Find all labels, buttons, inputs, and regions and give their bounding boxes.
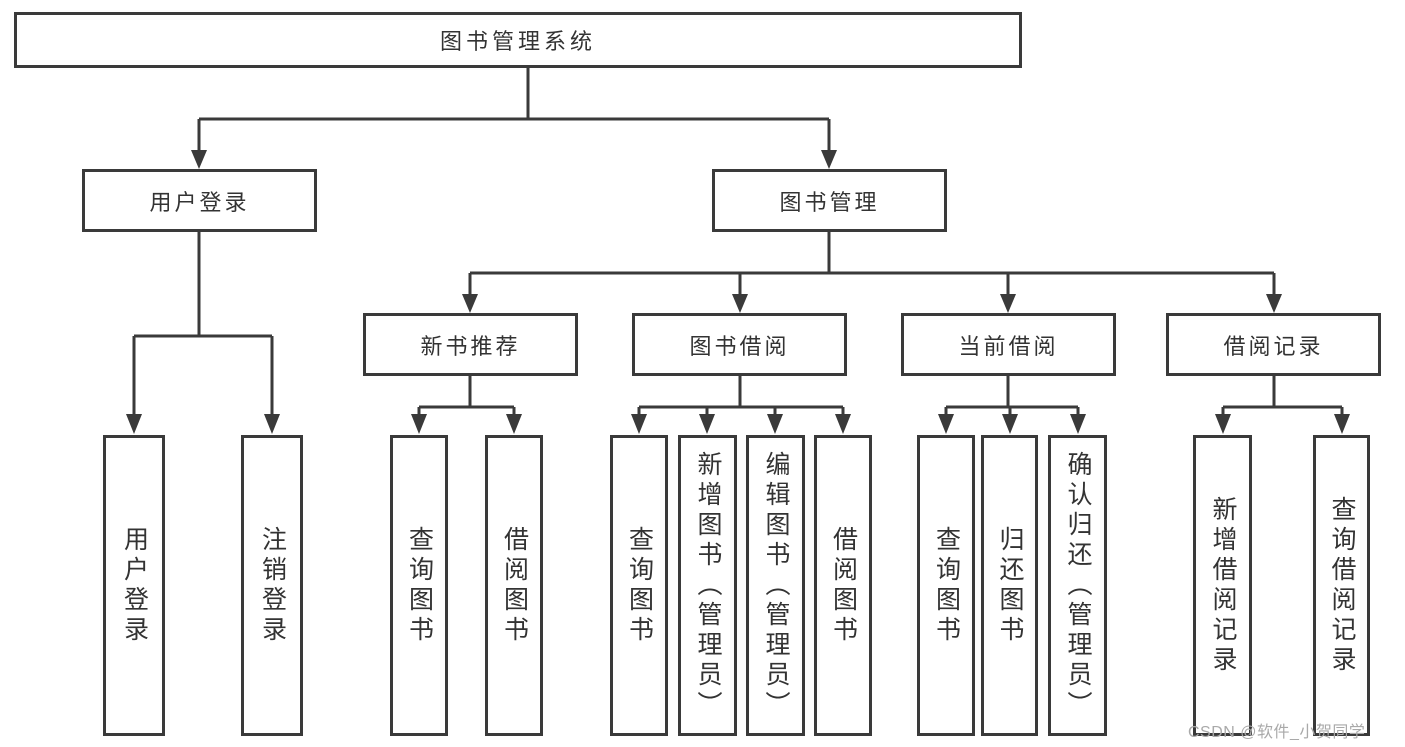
- leaf-query-book-recommend: 查询图书: [390, 435, 448, 736]
- node-book-management: 图书管理: [712, 169, 947, 232]
- leaf-add-borrow-record-label: 新增借阅记录: [1209, 495, 1237, 676]
- leaf-logout: 注销登录: [241, 435, 303, 736]
- node-root-label: 图书管理系统: [439, 29, 596, 54]
- leaf-user-login-label: 用户登录: [120, 525, 149, 646]
- leaf-borrow-book-label: 借阅图书: [829, 525, 858, 646]
- node-book-borrow: 图书借阅: [632, 313, 847, 376]
- leaf-query-borrow-record: 查询借阅记录: [1313, 435, 1370, 736]
- leaf-edit-book-admin: 编辑图书（管理员）: [746, 435, 805, 736]
- leaf-query-book-current-label: 查询图书: [932, 525, 961, 646]
- node-borrow-records: 借阅记录: [1166, 313, 1381, 376]
- node-user-login: 用户登录: [82, 169, 317, 232]
- leaf-add-book-admin: 新增图书（管理员）: [678, 435, 737, 736]
- leaf-return-book: 归还图书: [981, 435, 1038, 736]
- leaf-query-book-recommend-label: 查询图书: [405, 525, 434, 646]
- arrowhead: [1334, 414, 1350, 434]
- arrowhead: [506, 414, 522, 434]
- node-current-borrow: 当前借阅: [901, 313, 1116, 376]
- leaf-edit-book-admin-label: 编辑图书（管理员）: [762, 450, 790, 721]
- leaf-borrow-book-recommend-label: 借阅图书: [500, 525, 529, 646]
- arrowhead: [631, 414, 647, 434]
- arrowhead: [1000, 294, 1016, 313]
- node-book-borrow-label: 图书借阅: [689, 333, 790, 359]
- leaf-confirm-return-admin-label: 确认归还（管理员）: [1064, 450, 1092, 721]
- arrowhead: [835, 414, 851, 434]
- arrowhead: [126, 414, 142, 434]
- node-book-management-label: 图书管理: [779, 189, 880, 215]
- leaf-query-borrow-record-label: 查询借阅记录: [1328, 495, 1356, 676]
- node-borrow-records-label: 借阅记录: [1223, 333, 1324, 359]
- leaf-add-borrow-record: 新增借阅记录: [1193, 435, 1252, 736]
- node-new-book-recommend: 新书推荐: [363, 313, 578, 376]
- leaf-borrow-book-recommend: 借阅图书: [485, 435, 543, 736]
- arrowhead: [191, 150, 207, 169]
- connector-borrow-records-to-leaves: [1215, 376, 1350, 434]
- leaf-borrow-book: 借阅图书: [814, 435, 872, 736]
- node-user-login-label: 用户登录: [149, 189, 250, 215]
- node-root: 图书管理系统: [14, 12, 1022, 68]
- leaf-user-login: 用户登录: [103, 435, 165, 736]
- arrowhead: [699, 414, 715, 434]
- csdn-watermark: CSDN @软件_小贺同学: [1188, 724, 1366, 741]
- leaf-query-book-borrow: 查询图书: [610, 435, 668, 736]
- connector-current-borrow-to-leaves: [938, 376, 1086, 434]
- arrowhead: [264, 414, 280, 434]
- connector-root-to-level2: [191, 68, 837, 169]
- connector-book-borrow-to-leaves: [631, 376, 851, 434]
- connector-user-login-to-leaves: [126, 232, 280, 434]
- arrowhead: [1215, 414, 1231, 434]
- leaf-logout-label: 注销登录: [258, 525, 287, 646]
- leaf-return-book-label: 归还图书: [996, 525, 1024, 646]
- leaf-add-book-admin-label: 新增图书（管理员）: [694, 450, 722, 721]
- node-current-borrow-label: 当前借阅: [958, 333, 1059, 359]
- arrowhead: [821, 150, 837, 169]
- connector-new-book-recommend-to-leaves: [411, 376, 522, 434]
- arrowhead: [1266, 294, 1282, 313]
- arrowhead: [1002, 414, 1018, 434]
- arrowhead: [462, 294, 478, 313]
- arrowhead: [732, 294, 748, 313]
- arrowhead: [1070, 414, 1086, 434]
- node-new-book-recommend-label: 新书推荐: [420, 333, 521, 359]
- leaf-query-book-borrow-label: 查询图书: [625, 525, 654, 646]
- arrowhead: [938, 414, 954, 434]
- leaf-query-book-current: 查询图书: [917, 435, 975, 736]
- connector-book-management-to-level3: [462, 232, 1282, 313]
- leaf-confirm-return-admin: 确认归还（管理员）: [1048, 435, 1107, 736]
- arrowhead: [411, 414, 427, 434]
- arrowhead: [767, 414, 783, 434]
